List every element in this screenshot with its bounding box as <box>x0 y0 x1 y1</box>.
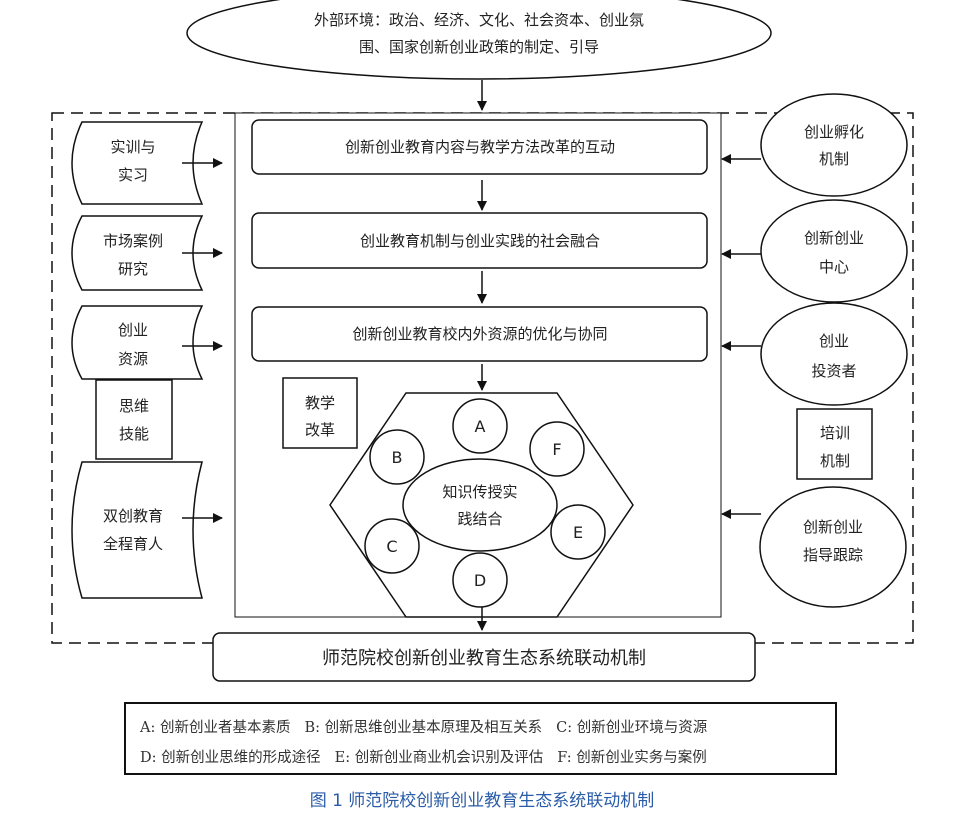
right-input-1-ellipse <box>760 93 908 197</box>
left-input-4-shape <box>71 461 203 599</box>
core-line1: 知识传授实 <box>442 483 517 501</box>
legend-e: E: 创新创业商业机会识别及评估 <box>334 750 544 766</box>
core-line2: 践结合 <box>457 510 502 528</box>
legend-b: B: 创新思维创业基本原理及相互关系 <box>304 720 543 736</box>
legend-c: C: 创新创业环境与资源 <box>556 720 708 736</box>
left-input-4-line2: 全程育人 <box>103 535 163 553</box>
figure-caption: 图 1 师范院校创新创业教育生态系统联动机制 <box>309 791 655 811</box>
node-b-circle <box>369 429 425 485</box>
ecosystem-frame <box>51 112 914 644</box>
legend-row-2: D: 创新创业思维的形成途径 E: 创新创业商业机会识别及评估 F: 创新创业实务与… <box>140 746 721 767</box>
environment-line2: 围、国家创新创业政策的制定、引导 <box>359 38 599 56</box>
right-input-4-ellipse <box>759 486 907 608</box>
legend-box: A: 创新创业者基本素质 B: 创新思维创业基本原理及相互关系 C: 创新创业环境与… <box>124 702 837 775</box>
node-f-circle <box>529 421 585 477</box>
stage-label-3: 创新创业教育校内外资源的优化与协同 <box>352 325 607 343</box>
environment-ellipse <box>186 0 772 80</box>
left-input-4-line1: 双创教育 <box>103 507 163 525</box>
right-box-training <box>796 408 873 480</box>
stage-box-3 <box>251 306 708 362</box>
node-e-label: E <box>573 523 583 542</box>
stage-box-1 <box>251 119 708 175</box>
right-box-line2: 机制 <box>820 452 850 470</box>
stage-label-2: 创业教育机制与创业实践的社会融合 <box>360 232 600 250</box>
core-ellipse <box>402 458 558 552</box>
legend-a: A: 创新创业者基本素质 <box>140 720 291 736</box>
node-b-label: B <box>392 448 403 467</box>
left-box-line1: 思维 <box>119 397 149 415</box>
node-c-circle <box>364 518 420 574</box>
legend-f: F: 创新创业实务与案例 <box>557 750 707 766</box>
teaching-reform-line1: 教学 <box>305 394 335 412</box>
left-input-2-shape <box>71 215 204 291</box>
left-input-3-line1: 创业 <box>118 321 148 339</box>
node-c-label: C <box>386 537 397 556</box>
mechanism-label: 师范院校创新创业教育生态系统联动机制 <box>322 648 646 669</box>
teaching-reform-box <box>282 377 358 449</box>
left-box-thinking-skills <box>95 379 173 460</box>
left-box-line2: 技能 <box>119 425 149 443</box>
left-input-1-line1: 实训与 <box>110 138 155 156</box>
left-input-3-line2: 资源 <box>118 350 148 368</box>
left-input-3-shape <box>71 305 204 380</box>
node-e-circle <box>550 504 606 560</box>
right-input-3-line2: 投资者 <box>811 362 856 380</box>
right-input-4-line1: 创新创业 <box>803 518 863 536</box>
legend-d: D: 创新创业思维的形成途径 <box>140 750 321 766</box>
left-input-1-line2: 实习 <box>118 166 148 184</box>
node-d-circle <box>452 552 508 608</box>
stage-label-1: 创新创业教育内容与教学方法改革的互动 <box>345 138 615 156</box>
right-input-2-line1: 创新创业 <box>804 229 864 247</box>
mechanism-box <box>212 632 756 682</box>
node-a-circle <box>452 398 508 454</box>
right-input-2-ellipse <box>760 199 908 303</box>
left-input-1-shape <box>71 121 204 205</box>
node-f-label: F <box>552 440 561 459</box>
left-input-2-line2: 研究 <box>118 260 148 278</box>
left-input-2-line1: 市场案例 <box>103 232 163 250</box>
right-input-1-line1: 创业孵化 <box>804 123 864 141</box>
right-input-1-line2: 机制 <box>819 150 849 168</box>
right-input-3-line1: 创业 <box>819 332 849 350</box>
node-d-label: D <box>474 571 486 590</box>
legend-row-1: A: 创新创业者基本素质 B: 创新思维创业基本原理及相互关系 C: 创新创业环境与… <box>140 716 721 737</box>
right-box-line1: 培训 <box>820 424 850 442</box>
stage-box-2 <box>251 212 708 269</box>
right-input-3-ellipse <box>760 302 908 406</box>
node-a-label: A <box>475 417 486 436</box>
right-input-4-line2: 指导跟踪 <box>803 546 863 564</box>
teaching-reform-line2: 改革 <box>305 421 335 439</box>
environment-line1: 外部环境：政治、经济、文化、社会资本、创业氛 <box>314 11 644 29</box>
right-input-2-line2: 中心 <box>819 258 849 276</box>
